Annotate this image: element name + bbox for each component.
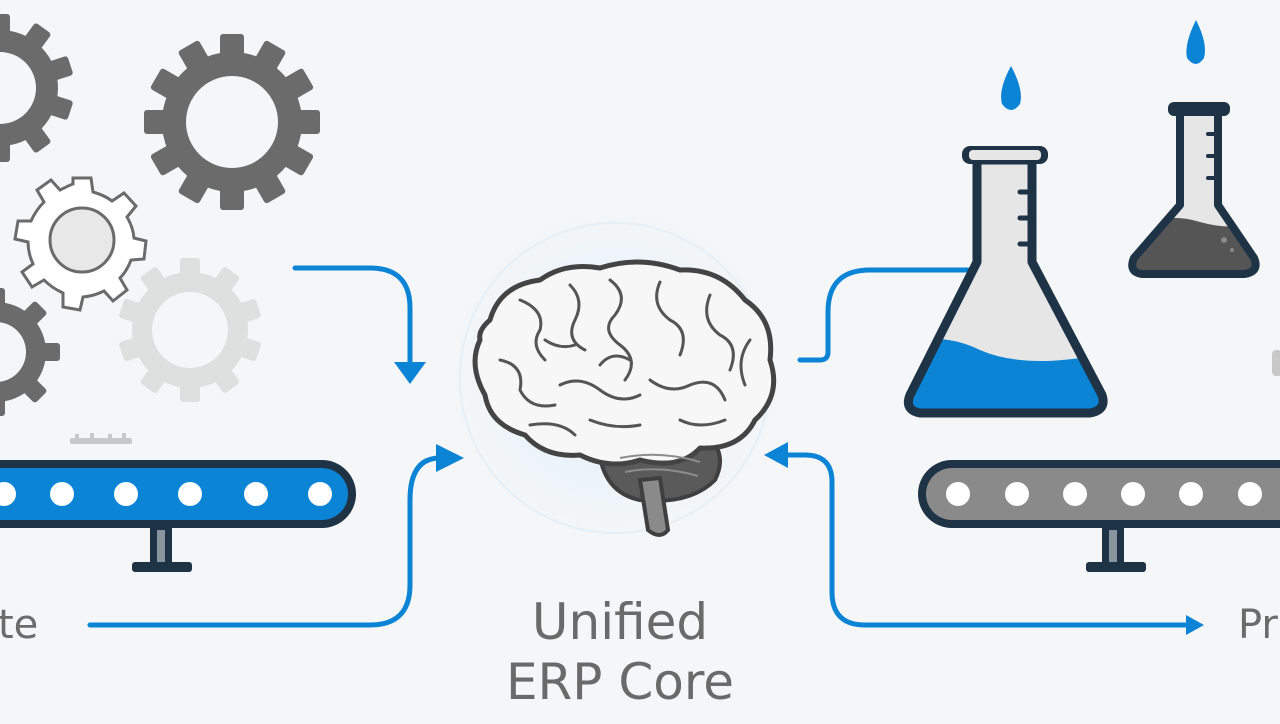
water-drop-icon — [1001, 66, 1021, 110]
flask-icon — [1128, 20, 1260, 278]
edge-fragment — [1272, 350, 1280, 376]
conveyor-belt-icon — [0, 460, 356, 572]
arrowhead-right-left — [436, 444, 464, 472]
belt-debris — [70, 433, 132, 444]
arrowhead-right-end — [1186, 615, 1204, 635]
flask-icon — [903, 66, 1108, 418]
arrow-bottom-right — [777, 452, 1191, 628]
core-title-line1: Unified — [531, 593, 709, 651]
conveyor-belt-icon — [918, 460, 1280, 572]
brain-icon — [472, 259, 777, 537]
arrow-top-right — [797, 267, 971, 363]
gear-icon — [0, 288, 60, 416]
core-title-line2: ERP Core — [505, 653, 735, 711]
arrow-top-left — [292, 265, 413, 371]
connector-arrows — [87, 265, 1191, 628]
gear-icon — [13, 176, 148, 312]
gear-icon — [119, 258, 261, 402]
gear-icon — [144, 34, 320, 210]
right-stage-label: Pr — [1238, 602, 1278, 648]
arrowhead-down-left — [394, 362, 426, 384]
arrow-heads — [394, 362, 1204, 635]
core-title: Unified ERP Core — [440, 592, 800, 712]
arrowhead-left-right — [764, 442, 788, 468]
left-stage-label: te — [0, 602, 39, 648]
water-drop-icon — [1186, 20, 1205, 64]
arrow-bottom-left — [87, 455, 443, 628]
gear-icon — [0, 14, 73, 162]
